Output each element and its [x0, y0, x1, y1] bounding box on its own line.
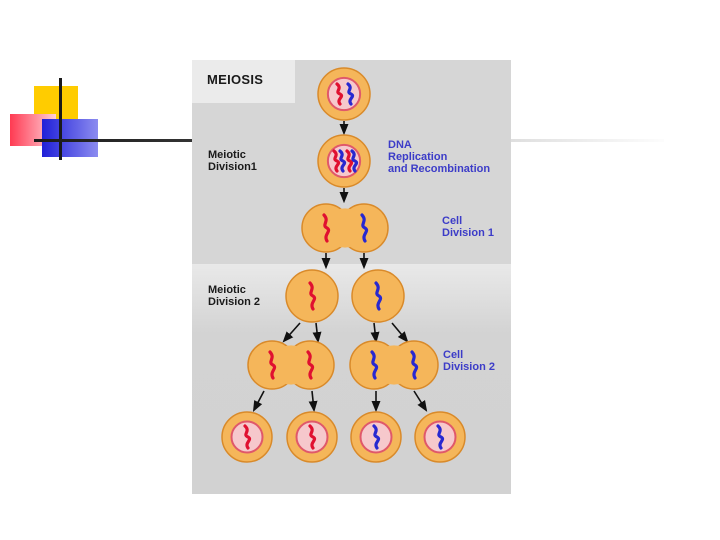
- nucleus: [326, 76, 362, 112]
- label-line: Cell: [442, 215, 463, 227]
- cell: [317, 67, 371, 121]
- meiosis-diagram: [221, 67, 466, 463]
- cell-fill-bridge: [270, 345, 312, 385]
- label-line: Division 1: [442, 227, 494, 239]
- chromosome: [268, 350, 277, 380]
- decor-blue-square: [42, 119, 98, 157]
- chromosome: [372, 424, 381, 450]
- chromosome: [345, 149, 354, 173]
- cell: [286, 411, 338, 463]
- dividing-cell: [247, 340, 335, 390]
- arrow: [282, 322, 301, 343]
- label-line: Division 2: [208, 296, 260, 308]
- arrow: [391, 322, 409, 343]
- dividing-cell: [349, 340, 439, 390]
- title-box: MEIOSIS: [192, 60, 295, 103]
- arrow: [312, 322, 322, 344]
- label-line: and Recombination: [388, 163, 491, 175]
- label-dna-replication: DNA Replication and Recombination: [388, 139, 490, 175]
- cell: [317, 134, 371, 188]
- cell: [221, 411, 273, 463]
- chromosome: [332, 149, 341, 173]
- chromosome: [243, 424, 252, 450]
- chromosome: [308, 424, 317, 450]
- label-line: Meiotic: [208, 284, 246, 296]
- cell: [414, 411, 466, 463]
- arrow: [370, 322, 380, 344]
- chromosome: [436, 424, 445, 450]
- cell: [351, 269, 405, 323]
- label-cell-division-2: Cell Division 2: [443, 349, 495, 373]
- cell-fill-bridge: [324, 208, 366, 248]
- cell: [350, 411, 402, 463]
- chromosome: [350, 149, 359, 173]
- chromosome: [338, 149, 347, 173]
- label-line: Replication: [388, 151, 448, 163]
- label-meiotic-division-1: Meiotic Division1: [208, 149, 257, 173]
- label-line: Meiotic: [208, 149, 246, 161]
- cell: [285, 269, 339, 323]
- arrow: [308, 390, 318, 413]
- label-meiotic-division-2: Meiotic Division 2: [208, 284, 260, 308]
- cell-fill-bridge: [372, 345, 416, 385]
- chromosome: [360, 213, 369, 243]
- label-cell-division-1: Cell Division 1: [442, 215, 494, 239]
- chromosome: [306, 350, 315, 380]
- decor-vertical-line: [59, 78, 62, 160]
- label-line: DNA: [388, 139, 412, 151]
- figure-title: MEIOSIS: [207, 72, 264, 87]
- chromosome: [374, 281, 383, 311]
- chromosome: [370, 350, 379, 380]
- chromosome: [322, 213, 331, 243]
- label-line: Cell: [443, 349, 464, 361]
- arrow: [413, 390, 428, 412]
- meiosis-figure: MEIOSIS Meiotic Division1 DNA Replicatio…: [192, 60, 511, 494]
- chromosome: [410, 350, 419, 380]
- label-line: Division 2: [443, 361, 495, 373]
- label-line: Division1: [208, 161, 257, 173]
- chromosome: [335, 82, 344, 106]
- chromosome: [308, 281, 317, 311]
- chromosome: [346, 82, 355, 106]
- arrow: [252, 390, 265, 412]
- dividing-cell: [301, 203, 389, 253]
